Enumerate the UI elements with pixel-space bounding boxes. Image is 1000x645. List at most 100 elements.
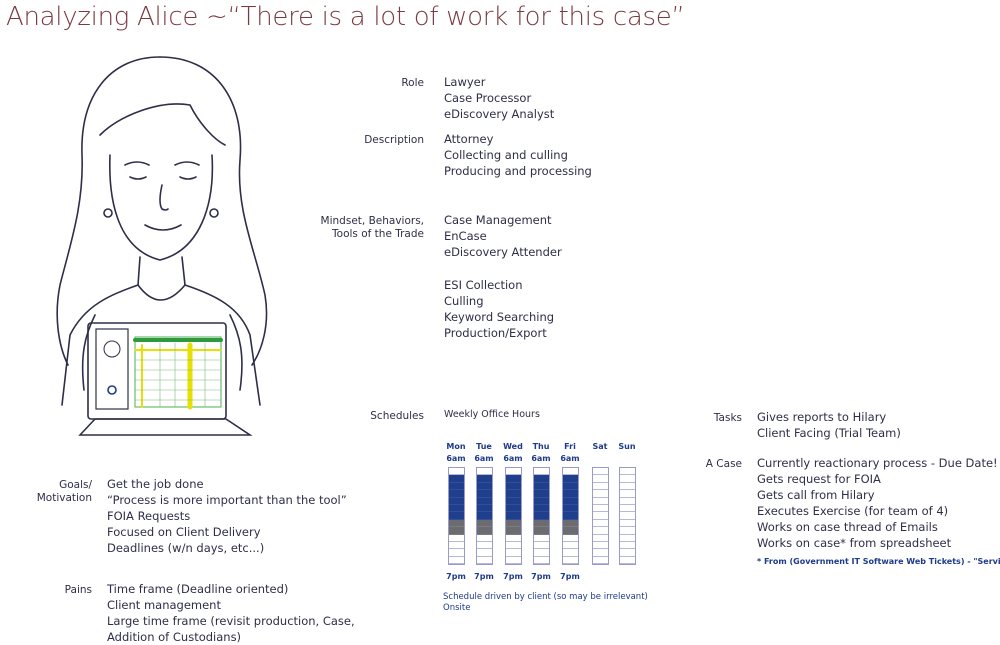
role-label: Role [401,77,424,89]
mindset-item: eDiscovery Attender [444,245,562,259]
office-hour-cell [506,482,521,491]
office-hour-cell [449,490,464,498]
free-hour-cell [620,504,635,513]
free-hour-cell [593,512,608,520]
role-item: Lawyer [444,75,486,89]
day-column [619,467,636,565]
free-hour-cell [593,549,608,557]
office-hour-cell [506,497,521,505]
schedule-note: Schedule driven by client (so may be irr… [443,592,648,602]
day-start-time: 6am [503,454,523,463]
role-item: Case Processor [444,91,532,105]
office-hour-cell [534,475,549,483]
partial-hour-cell [449,519,464,528]
free-hour-cell [593,534,608,542]
office-hour-cell [563,475,578,483]
office-hour-cell [449,504,464,513]
mindset-label-line: Tools of the Trade [332,228,424,240]
free-hour-cell [593,490,608,498]
goal-item: FOIA Requests [107,509,191,523]
goal-item: “Process is more important than the tool… [107,493,347,507]
free-hour-cell [620,527,635,535]
schedule-heading: Weekly Office Hours [444,409,540,420]
pain-item: Client management [107,598,221,612]
office-hour-cell [506,512,521,520]
free-hour-cell [506,556,521,565]
tasks-label: Tasks [713,412,742,424]
task-item: Client Facing (Trial Team) [757,426,901,440]
goals-values: Get the job done “Process is more import… [107,476,347,556]
case-item: Gets call from Hilary [757,488,875,502]
office-hour-cell [506,490,521,498]
free-hour-cell [449,549,464,557]
free-hour-cell [506,541,521,550]
free-hour-cell [563,549,578,557]
free-hour-cell [620,490,635,498]
day-label: Thu [532,442,550,451]
office-hour-cell [534,497,549,505]
partial-hour-cell [534,519,549,528]
free-hour-cell [620,556,635,565]
free-hour-cell [620,534,635,542]
partial-hour-cell [477,519,492,528]
free-hour-cell [593,475,608,483]
office-hour-cell [477,482,492,491]
free-hour-cell [563,541,578,550]
a-case-values: Currently reactionary process - Due Date… [757,455,998,551]
role-values: Lawyer Case Processor eDiscovery Analyst [444,74,554,122]
mindset-item: EnCase [444,229,487,243]
day-label: Sat [592,442,608,451]
free-hour-cell [620,468,635,476]
a-case-footnote: * From (Government IT Software Web Ticke… [757,557,1000,566]
office-hour-cell [506,504,521,513]
goals-label-line: Motivation [36,492,92,504]
office-hour-cell [506,475,521,483]
mindset-values: Case Management EnCase eDiscovery Attend… [444,212,562,260]
role-item: eDiscovery Analyst [444,107,555,121]
description-values: Attorney Collecting and culling Producin… [444,131,592,179]
free-hour-cell [620,512,635,520]
free-hour-cell [593,468,608,476]
partial-hour-cell [563,519,578,528]
free-hour-cell [506,549,521,557]
office-hour-cell [477,512,492,520]
free-hour-cell [449,534,464,542]
office-hour-cell [449,512,464,520]
day-end-time: 7pm [503,572,523,581]
task-item: Gives reports to Hilary [757,410,887,424]
free-hour-cell [620,482,635,491]
office-hour-cell [449,497,464,505]
free-hour-cell [477,549,492,557]
free-hour-cell [534,541,549,550]
day-column [505,467,522,565]
free-hour-cell [534,468,549,476]
office-hour-cell [477,504,492,513]
case-item: Currently reactionary process - Due Date… [757,456,998,470]
day-end-time: 7pm [560,572,580,581]
free-hour-cell [477,534,492,542]
free-hour-cell [563,534,578,542]
mindset-item: ESI Collection [444,278,523,292]
free-hour-cell [593,519,608,528]
office-hour-cell [534,512,549,520]
partial-hour-cell [449,527,464,535]
a-case-label: A Case [705,458,742,470]
description-item: Collecting and culling [444,148,568,162]
free-hour-cell [449,556,464,565]
day-column [562,467,579,565]
day-label: Tue [476,442,492,451]
tasks-values: Gives reports to Hilary Client Facing (T… [757,409,901,441]
partial-hour-cell [506,527,521,535]
day-label: Sun [618,442,636,451]
pains-label: Pains [64,584,92,596]
day-end-time: 7pm [446,572,466,581]
case-item: Works on case* from spreadsheet [757,536,952,550]
office-hour-cell [563,482,578,491]
day-start-time: 6am [446,454,466,463]
free-hour-cell [477,541,492,550]
description-item: Producing and processing [444,164,592,178]
office-hour-cell [563,497,578,505]
case-item: Executes Exercise (for team of 4) [757,504,949,518]
day-column [476,467,493,565]
